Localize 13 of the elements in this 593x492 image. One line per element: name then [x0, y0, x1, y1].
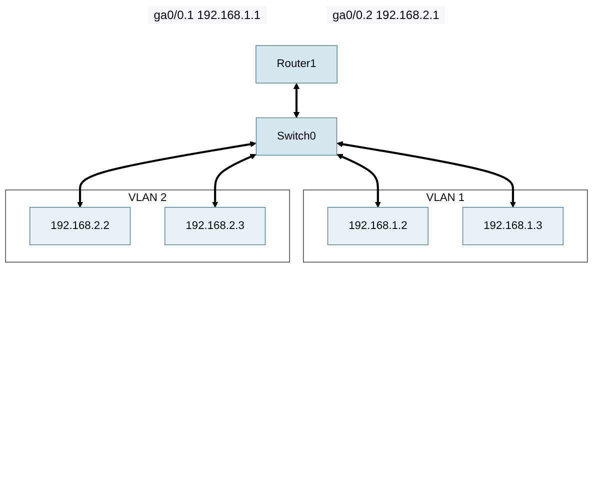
interface-note: ga0/0.1 192.168.1.1	[148, 6, 266, 24]
interface-note: ga0/0.2 192.168.2.1	[326, 6, 446, 24]
node-box: Switch0	[256, 117, 338, 156]
arrow	[212, 154, 256, 208]
node-box: 192.168.1.2	[327, 206, 428, 246]
arrow	[336, 154, 381, 208]
node-box: Router1	[256, 45, 338, 84]
arrow	[76, 141, 256, 208]
arrow	[293, 83, 300, 118]
node-box: 192.168.2.2	[30, 206, 131, 246]
arrow	[336, 141, 516, 208]
node-box: 192.168.2.3	[164, 206, 266, 246]
node-box: 192.168.1.3	[462, 206, 564, 246]
